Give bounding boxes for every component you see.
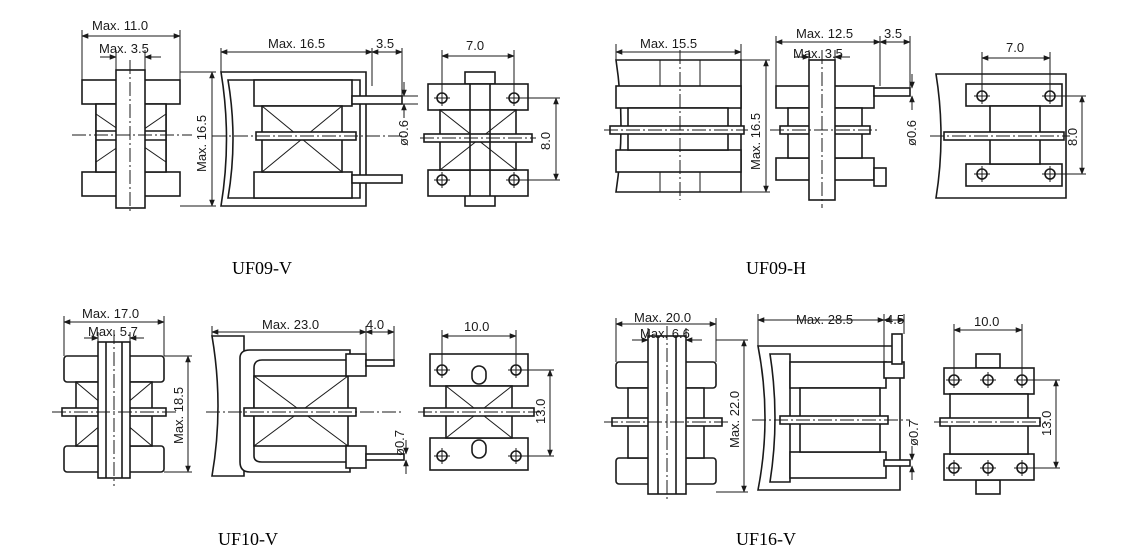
uf09v-side-length-label: Max. 16.5: [268, 36, 325, 51]
uf16v-pin-length-label: 4.5: [886, 312, 904, 327]
uf09v-pitch-x-label: 7.0: [466, 38, 484, 53]
uf16v-pitch-y-label: 13.0: [1039, 411, 1054, 436]
uf09v-title: UF09-V: [232, 258, 292, 278]
uf16v-drawing: Max. 20.0 Max. 6.6 Max. 22.0 Max. 28.5 4…: [604, 310, 1060, 549]
uf10v-front-view: Max. 17.0 Max. 5.7 Max. 18.5: [52, 306, 192, 486]
uf09h-pitch-y-label: 8.0: [1065, 128, 1080, 146]
uf16v-side-view: Max. 28.5 4.5 ø0.7: [752, 312, 921, 491]
uf09v-front-view: Max. 11.0 Max. 3.5 Max. 16.5: [72, 18, 216, 212]
uf09h-core-width-label: Max. 3.5: [793, 46, 843, 61]
uf10v-pitch-y-label: 13.0: [533, 399, 548, 424]
uf09h-side-view: Max. 12.5 3.5 Max. 3.5 ø0.6: [770, 26, 919, 208]
uf16v-side-length-label: Max. 28.5: [796, 312, 853, 327]
uf09v-core-width-label: Max. 3.5: [99, 41, 149, 56]
uf10v-top-width-label: Max. 17.0: [82, 306, 139, 321]
uf16v-front-view: Max. 20.0 Max. 6.6 Max. 22.0: [604, 310, 748, 502]
uf09v-pitch-y-label: 8.0: [538, 132, 553, 150]
uf09v-pin-length-label: 3.5: [376, 36, 394, 51]
uf09h-pin-diameter-label: ø0.6: [904, 120, 919, 146]
uf09v-bottom-view: 7.0 8.0: [420, 38, 560, 207]
uf09h-height-label: Max. 16.5: [748, 113, 763, 170]
uf10v-pitch-x-label: 10.0: [464, 319, 489, 334]
uf10v-side-length-label: Max. 23.0: [262, 317, 319, 332]
uf16v-bottom-view: 10.0 13.0: [934, 314, 1060, 495]
uf10v-core-width-label: Max. 5.7: [88, 324, 138, 339]
uf09v-drawing: Max. 11.0 Max. 3.5 Max. 16.5: [72, 18, 560, 278]
uf16v-pitch-x-label: 10.0: [974, 314, 999, 329]
uf16v-title: UF16-V: [736, 529, 796, 549]
uf09h-drawing: Max. 15.5 Max. 16.5 Max. 12.5 3.: [604, 26, 1086, 278]
uf16v-pin-diameter-label: ø0.7: [906, 420, 921, 446]
uf09h-pitch-x-label: 7.0: [1006, 40, 1024, 55]
uf10v-side-view: Max. 23.0 4.0 ø0.7: [206, 317, 409, 477]
uf10v-height-label: Max. 18.5: [171, 387, 186, 444]
uf16v-height-label: Max. 22.0: [727, 391, 742, 448]
uf10v-bottom-view: 10.0 13.0: [418, 319, 554, 471]
uf09h-title: UF09-H: [746, 258, 806, 278]
uf16v-top-width-label: Max. 20.0: [634, 310, 691, 325]
uf09h-pin-length-label: 3.5: [884, 26, 902, 41]
uf09h-front-view: Max. 15.5 Max. 16.5: [604, 36, 770, 200]
uf09h-top-width-label: Max. 15.5: [640, 36, 697, 51]
uf09v-side-view: Max. 16.5 3.5 ø0.6: [212, 36, 418, 207]
uf10v-pin-diameter-label: ø0.7: [392, 430, 407, 456]
uf10v-pin-length-label: 4.0: [366, 317, 384, 332]
uf09v-height-label: Max. 16.5: [194, 115, 209, 172]
uf10v-title: UF10-V: [218, 529, 278, 549]
uf16v-core-width-label: Max. 6.6: [640, 326, 690, 341]
uf09h-bottom-view: 7.0 8.0: [930, 40, 1086, 199]
uf09v-pin-diameter-label: ø0.6: [396, 120, 411, 146]
uf09v-top-width-label: Max. 11.0: [92, 18, 148, 33]
uf09h-side-length-label: Max. 12.5: [796, 26, 853, 41]
uf10v-drawing: Max. 17.0 Max. 5.7 Max. 18.5 Max. 23.0 4: [52, 306, 554, 549]
